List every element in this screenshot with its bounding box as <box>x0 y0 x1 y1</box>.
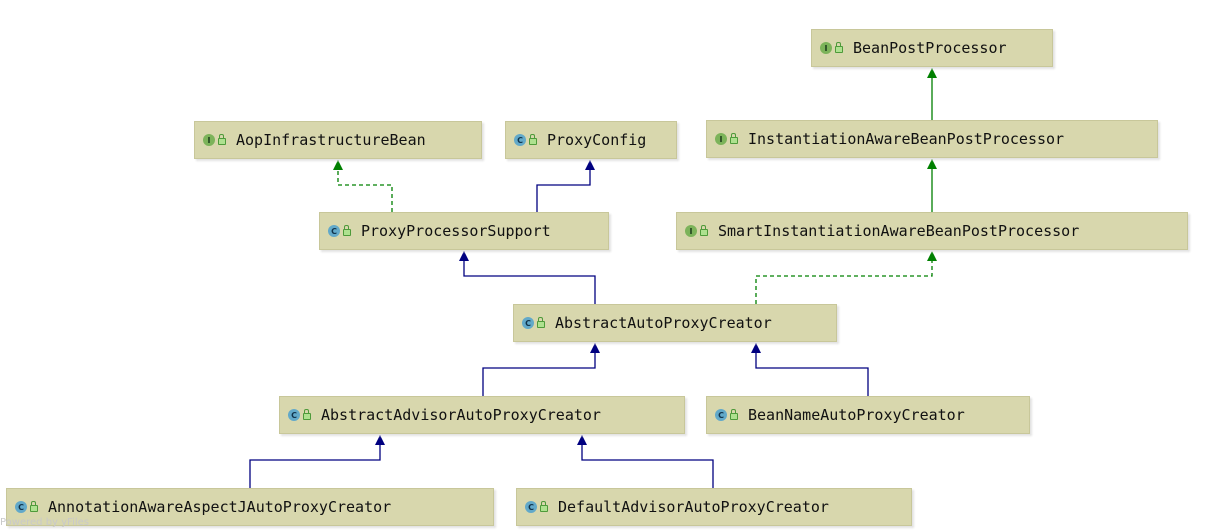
node-instantiation-aware-bean-post-processor[interactable]: I InstantiationAwareBeanPostProcessor <box>706 120 1158 158</box>
interface-icon: I <box>203 134 215 146</box>
node-proxy-config[interactable]: C ProxyConfig <box>505 121 677 159</box>
node-annotation-aware-aspectj-auto-proxy-creator[interactable]: C AnnotationAwareAspectJAutoProxyCreator <box>6 488 494 526</box>
arrowhead <box>459 251 469 261</box>
class-icon: C <box>522 317 534 329</box>
arrowhead <box>590 343 600 353</box>
node-abstract-advisor-auto-proxy-creator[interactable]: C AbstractAdvisorAutoProxyCreator <box>279 396 685 434</box>
node-label: AnnotationAwareAspectJAutoProxyCreator <box>48 498 392 516</box>
arrowhead <box>927 159 937 169</box>
node-label: AbstractAdvisorAutoProxyCreator <box>321 406 601 424</box>
arrowhead <box>333 160 343 170</box>
edge-abstract_auto_proxy_creator-to-smart_instantiation_aware_bpp <box>755 251 933 304</box>
class-icon: C <box>15 501 27 513</box>
arrowhead <box>927 251 937 261</box>
edge-proxy_processor_support-to-proxy_config <box>536 160 591 212</box>
class-icon: C <box>288 409 300 421</box>
class-icon: C <box>514 134 526 146</box>
interface-icon: I <box>715 133 727 145</box>
node-label: AbstractAutoProxyCreator <box>555 314 772 332</box>
class-icon: C <box>525 501 537 513</box>
node-proxy-processor-support[interactable]: C ProxyProcessorSupport <box>319 212 609 250</box>
node-label: BeanNameAutoProxyCreator <box>748 406 965 424</box>
edge-annotation_aware_aspectj_auto_proxy_creator-to-abstract_advisor_auto_proxy_creator <box>249 435 381 488</box>
public-lock-icon <box>303 409 311 420</box>
node-bean-name-auto-proxy-creator[interactable]: C BeanNameAutoProxyCreator <box>706 396 1030 434</box>
node-abstract-auto-proxy-creator[interactable]: C AbstractAutoProxyCreator <box>513 304 837 342</box>
public-lock-icon <box>835 42 843 53</box>
public-lock-icon <box>30 501 38 512</box>
node-label: BeanPostProcessor <box>853 39 1007 57</box>
node-default-advisor-auto-proxy-creator[interactable]: C DefaultAdvisorAutoProxyCreator <box>516 488 912 526</box>
node-aop-infrastructure-bean[interactable]: I AopInfrastructureBean <box>194 121 482 159</box>
node-bean-post-processor[interactable]: I BeanPostProcessor <box>811 29 1053 67</box>
edge-abstract_auto_proxy_creator-to-proxy_processor_support <box>463 251 596 304</box>
class-icon: C <box>328 225 340 237</box>
public-lock-icon <box>343 225 351 236</box>
public-lock-icon <box>700 225 708 236</box>
footer-watermark: Powered by yFiles <box>0 517 89 528</box>
public-lock-icon <box>218 134 226 145</box>
public-lock-icon <box>537 317 545 328</box>
edge-abstract_advisor_auto_proxy_creator-to-abstract_auto_proxy_creator <box>482 343 596 396</box>
node-label: ProxyProcessorSupport <box>361 222 551 240</box>
interface-icon: I <box>820 42 832 54</box>
edge-bean_name_auto_proxy_creator-to-abstract_auto_proxy_creator <box>755 343 869 396</box>
arrowhead <box>375 435 385 445</box>
public-lock-icon <box>730 133 738 144</box>
node-label: AopInfrastructureBean <box>236 131 426 149</box>
node-label: SmartInstantiationAwareBeanPostProcessor <box>718 222 1080 240</box>
class-icon: C <box>715 409 727 421</box>
public-lock-icon <box>529 134 537 145</box>
node-label: DefaultAdvisorAutoProxyCreator <box>558 498 829 516</box>
arrowhead <box>585 160 595 170</box>
arrowhead <box>751 343 761 353</box>
node-smart-instantiation-aware-bean-post-processor[interactable]: I SmartInstantiationAwareBeanPostProcess… <box>676 212 1188 250</box>
node-label: ProxyConfig <box>547 131 647 149</box>
public-lock-icon <box>730 409 738 420</box>
node-label: InstantiationAwareBeanPostProcessor <box>748 130 1065 148</box>
edge-default_advisor_auto_proxy_creator-to-abstract_advisor_auto_proxy_creator <box>581 435 714 488</box>
arrowhead <box>927 68 937 78</box>
arrowhead <box>577 435 587 445</box>
edge-proxy_processor_support-to-aop_infrastructure_bean <box>337 160 393 212</box>
interface-icon: I <box>685 225 697 237</box>
public-lock-icon <box>540 501 548 512</box>
